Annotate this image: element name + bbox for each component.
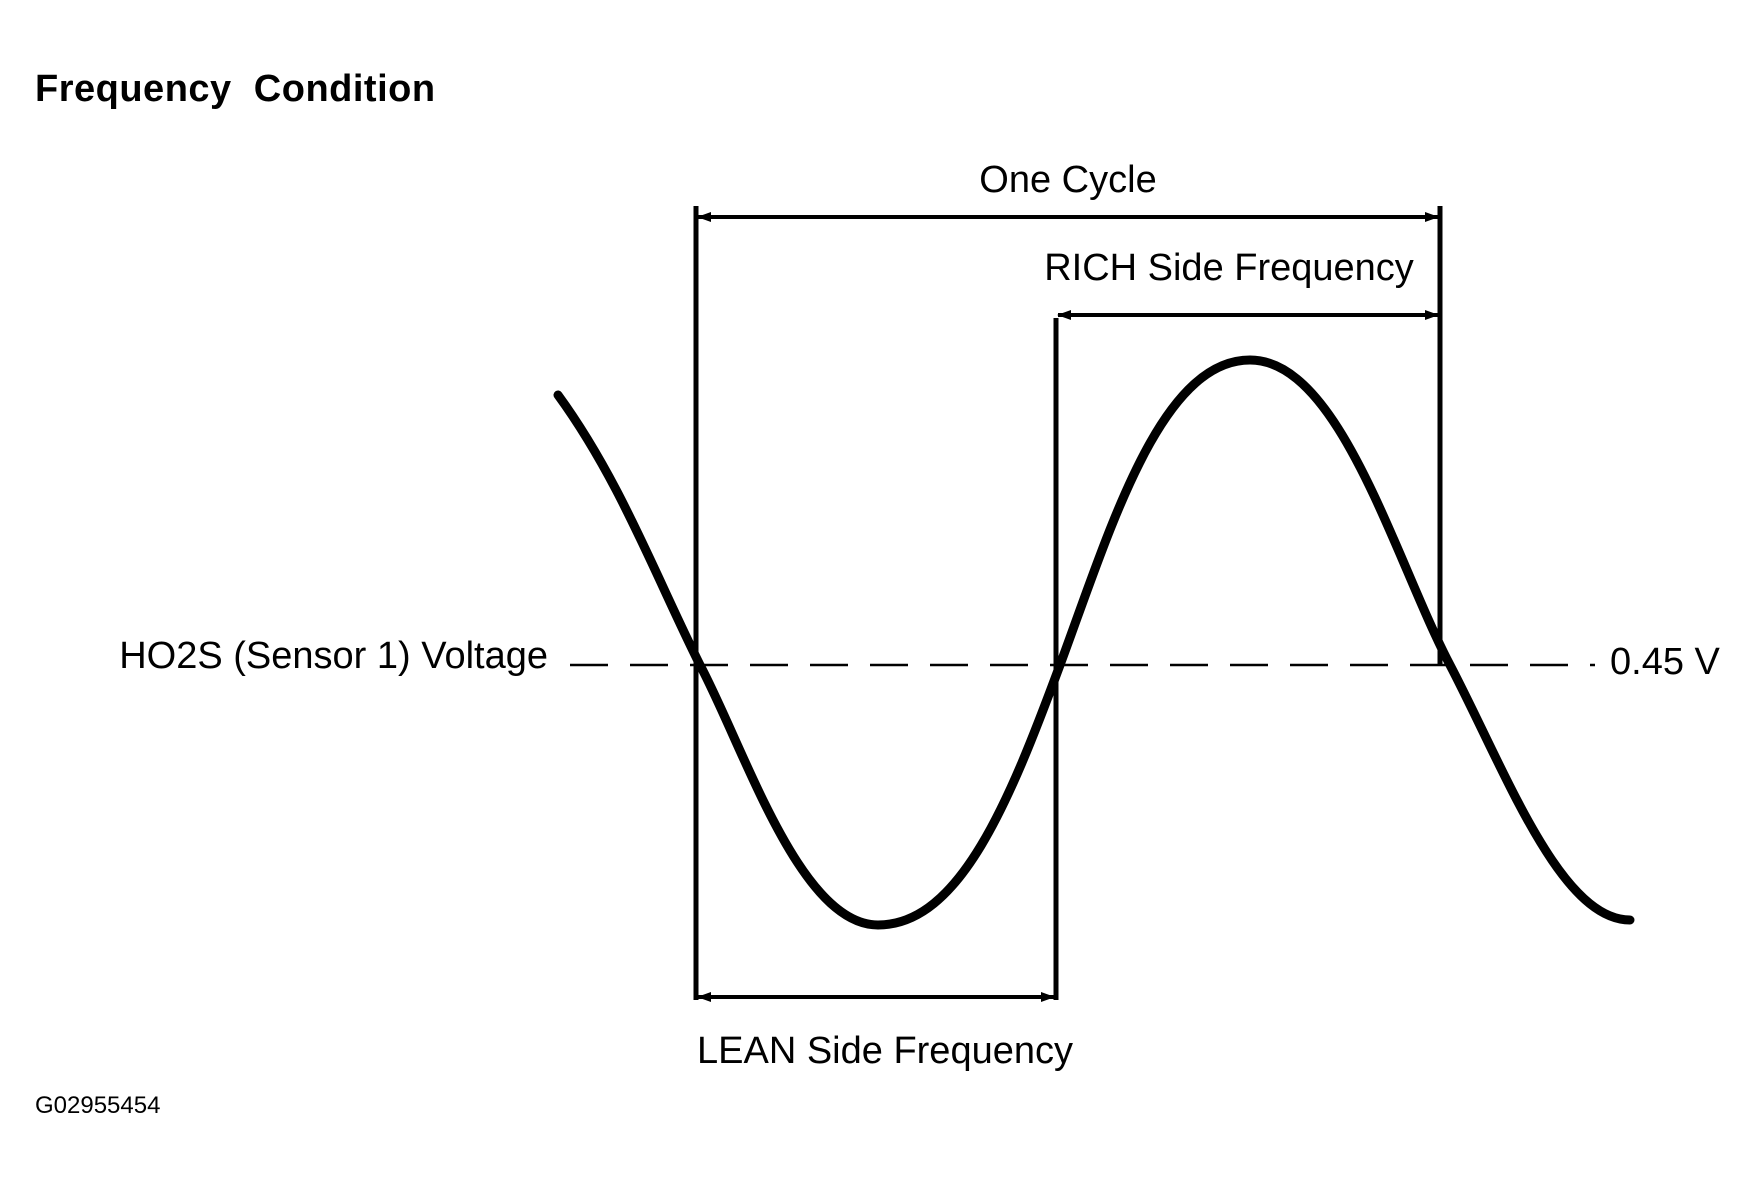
sensor-voltage-label: HO2S (Sensor 1) Voltage: [119, 635, 548, 677]
rich-side-frequency-label: RICH Side Frequency: [1044, 247, 1414, 289]
figure-id: G02955454: [35, 1092, 161, 1119]
page-title: Frequency Condition: [35, 68, 436, 110]
threshold-voltage-label: 0.45 V: [1610, 641, 1721, 683]
one-cycle-label: One Cycle: [979, 159, 1156, 201]
voltage-waveform: [553, 355, 1635, 930]
lean-side-frequency-label: LEAN Side Frequency: [697, 1030, 1073, 1072]
